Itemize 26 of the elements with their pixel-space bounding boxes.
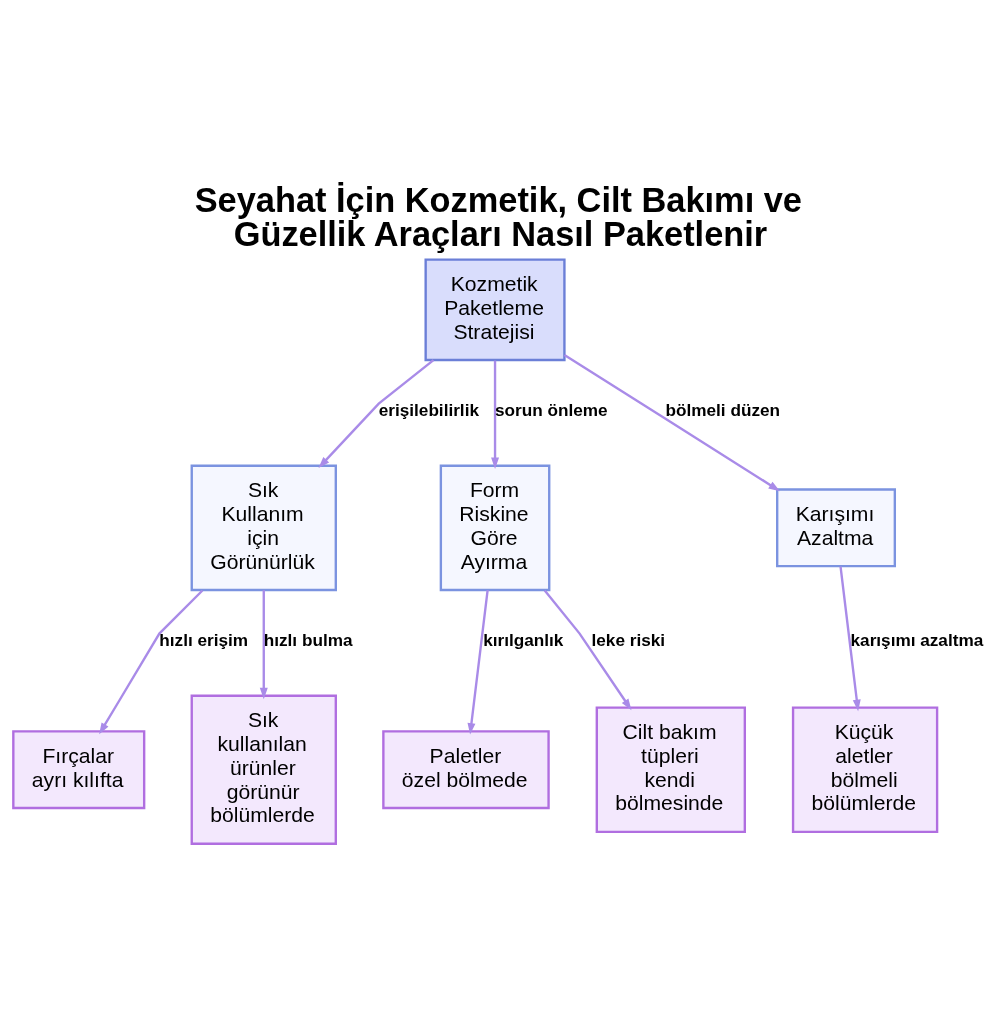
edge-label: kırılganlık — [483, 630, 564, 651]
node-box: Sık Kullanım için Görünürlük — [190, 464, 337, 592]
arrow — [563, 353, 780, 492]
edge-label: bölmeli düzen — [665, 400, 781, 421]
node-box: Fırçalar ayrı kılıfta — [12, 730, 146, 810]
arrow — [259, 590, 268, 700]
edge-label: leke riski — [591, 630, 666, 651]
node-box: Form Riskine Göre Ayırma — [439, 464, 551, 592]
node-box: Paletler özel bölmede — [382, 730, 550, 810]
edge-label: hızlı erişim — [159, 630, 249, 651]
arrow — [491, 360, 500, 469]
node-box: Karışımı Azaltma — [776, 488, 896, 568]
node-box: Küçük aletler bölmeli bölümlerde — [791, 706, 939, 833]
diagram-title: Seyahat İçin Kozmetik, Cilt Bakımı ve Güzellik Araçları Nasıl Paketlenir — [194, 180, 802, 254]
edge-label: hızlı bulma — [263, 630, 353, 651]
edge-label: erişilebilirlik — [378, 400, 479, 421]
node-box: Kozmetik Paketleme Stratejisi — [424, 258, 566, 362]
edge-label: karışımı azaltma — [850, 630, 984, 651]
arrow — [543, 589, 632, 711]
arrow — [99, 589, 204, 735]
node-box: Sık kullanılan ürünler görünür bölümlerde — [190, 694, 337, 845]
arrow — [467, 590, 489, 735]
node-box: Cilt bakım tüpleri kendi bölmesinde — [595, 706, 746, 833]
edge-label: sorun önleme — [495, 400, 608, 421]
arrow — [318, 359, 435, 469]
arrow — [839, 566, 861, 712]
